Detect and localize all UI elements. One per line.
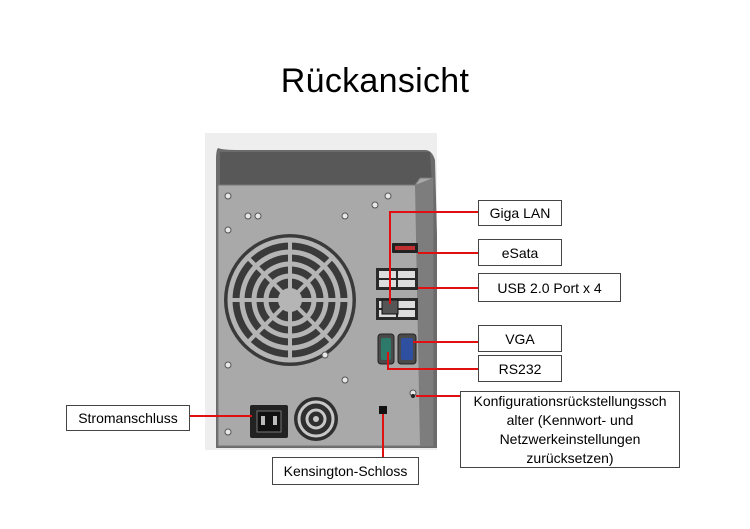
label-vga: VGA	[478, 325, 562, 352]
vga-port	[397, 333, 417, 365]
rs232-port	[377, 333, 395, 365]
screws	[224, 192, 417, 436]
callout-lines	[190, 211, 478, 457]
fan-grille	[224, 234, 356, 366]
power-socket	[250, 405, 288, 438]
reset-button	[411, 394, 415, 398]
label-giga-lan: Giga LAN	[478, 200, 562, 226]
label-usb: USB 2.0 Port x 4	[478, 273, 621, 302]
esata-port	[392, 243, 418, 253]
kensington-slot	[379, 406, 387, 414]
page-title: Rückansicht	[280, 62, 470, 100]
label-esata: eSata	[478, 239, 562, 266]
label-rs232: RS232	[478, 355, 562, 382]
label-kensington: Kensington-Schloss	[272, 457, 419, 485]
label-reset-switch: Konfigurationsrückstellungssch alter (Ke…	[460, 391, 680, 468]
psu-fan	[294, 397, 338, 441]
label-power: Stromanschluss	[66, 405, 190, 431]
